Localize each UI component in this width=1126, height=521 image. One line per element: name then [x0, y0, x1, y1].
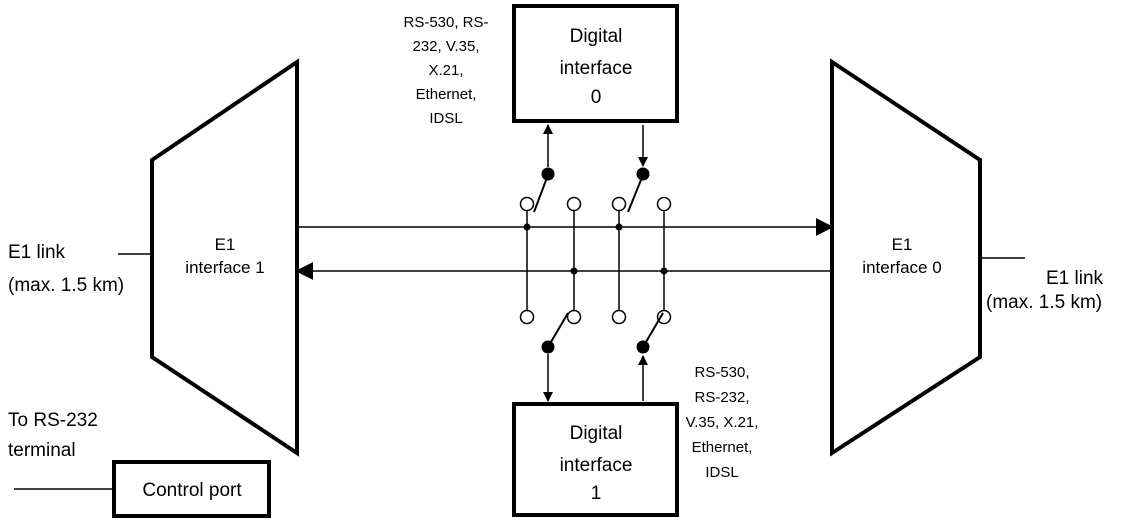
- control-port-label: Control port: [142, 480, 242, 501]
- svg-text:RS-232,: RS-232,: [694, 389, 749, 406]
- svg-text:RS-530, RS-: RS-530, RS-: [403, 14, 488, 31]
- e1-interface-1-subtitle: interface 1: [185, 258, 264, 277]
- svg-text:RS-530,: RS-530,: [694, 364, 749, 381]
- terminal-note-line2: terminal: [8, 440, 76, 461]
- svg-text:Ethernet,: Ethernet,: [416, 86, 477, 103]
- bottom-switch-1: [541, 312, 569, 402]
- digital-interface-0-line2: interface: [560, 58, 633, 79]
- terminal-note-line1: To RS-232: [8, 410, 98, 431]
- digital-interface-1-line2: interface: [560, 455, 633, 476]
- e1-link-right-range: (max. 1.5 km): [986, 292, 1102, 313]
- interfaces-bottom-note: RS-530, RS-232, V.35, X.21, Ethernet, ID…: [686, 364, 759, 481]
- switch-contacts: [519, 196, 672, 325]
- junction-dots: [523, 223, 668, 275]
- interfaces-top-note: RS-530, RS- 232, V.35, X.21, Ethernet, I…: [403, 14, 488, 127]
- control-port-block: [112, 460, 271, 518]
- svg-text:V.35, X.21,: V.35, X.21,: [686, 414, 759, 431]
- top-switch-1: [533, 124, 555, 213]
- digital-interface-1-line3: 1: [591, 483, 602, 504]
- top-switch-2: [627, 125, 650, 213]
- e1-interface-0-block: [830, 58, 982, 457]
- digital-interface-0-line3: 0: [591, 87, 602, 108]
- e1-interface-1-block: [150, 58, 299, 457]
- bottom-switch-2: [636, 312, 664, 401]
- e1-interface-0-title: E1: [892, 235, 913, 254]
- switch-bus-lines: [526, 210, 665, 310]
- svg-text:IDSL: IDSL: [705, 464, 738, 481]
- svg-text:X.21,: X.21,: [428, 62, 463, 79]
- svg-text:232, V.35,: 232, V.35,: [412, 38, 479, 55]
- e1-link-left-range: (max. 1.5 km): [8, 275, 124, 296]
- digital-interface-1-block: [512, 402, 679, 517]
- digital-interface-0-line1: Digital: [570, 26, 623, 47]
- digital-interface-0-block: [512, 4, 679, 123]
- e1-interface-1-title: E1: [215, 235, 236, 254]
- e1-link-left-label: E1 link: [8, 242, 66, 263]
- e1-interface-0-subtitle: interface 0: [862, 258, 941, 277]
- svg-text:Ethernet,: Ethernet,: [692, 439, 753, 456]
- svg-text:IDSL: IDSL: [429, 110, 462, 127]
- digital-interface-1-line1: Digital: [570, 423, 623, 444]
- e1-link-right-label: E1 link: [1046, 268, 1104, 289]
